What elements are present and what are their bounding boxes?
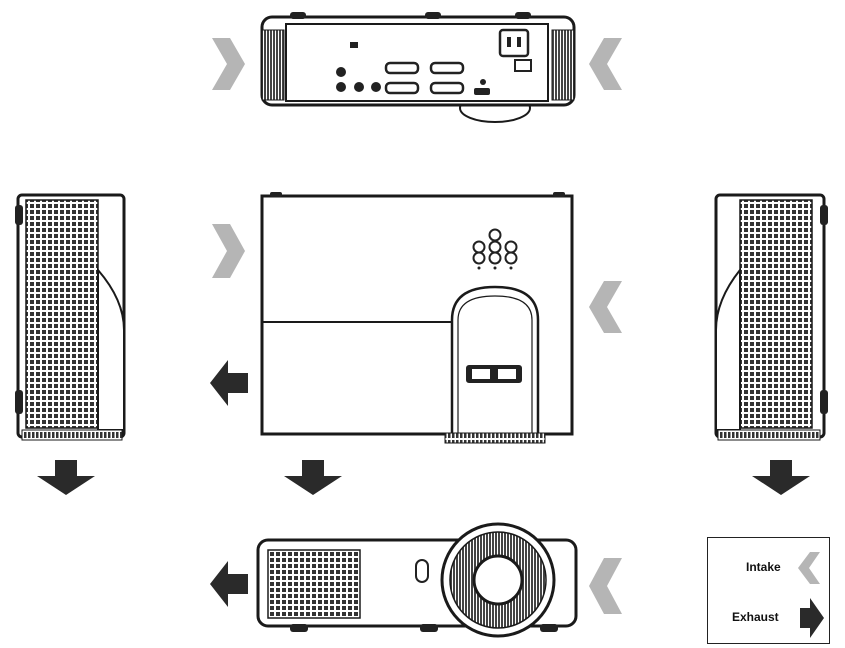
legend-exhaust-arrow-icon (800, 598, 824, 638)
left-side-view (15, 193, 126, 441)
legend-intake-label: Intake (746, 560, 781, 574)
front-view (260, 192, 574, 444)
lan-port-icon (514, 59, 532, 72)
intake-arrow-icon (212, 38, 245, 90)
vga-port-icon (384, 61, 420, 75)
legend-exhaust-label: Exhaust (732, 610, 779, 624)
intake-arrow-icon (589, 558, 622, 614)
exhaust-arrow-icon (210, 360, 248, 406)
port-icon (336, 82, 346, 92)
right-side-view (714, 193, 828, 441)
power-socket-icon (498, 28, 530, 58)
port-icon (336, 67, 346, 77)
exhaust-arrow-icon (37, 460, 95, 495)
vga-port-icon (384, 81, 420, 95)
top-view-rear-panel (260, 12, 576, 123)
exhaust-arrow-icon (752, 460, 810, 495)
intake-arrow-icon (212, 224, 245, 278)
intake-arrow-icon (589, 281, 622, 333)
port-icon (354, 82, 364, 92)
hdmi-port-icon (474, 88, 490, 95)
bottom-view-lens (256, 522, 578, 638)
exhaust-arrows (37, 360, 810, 607)
legend: Intake Exhaust (707, 537, 830, 644)
exhaust-arrow-icon (210, 561, 248, 607)
port-icon (371, 82, 381, 92)
control-panel-buttons (472, 228, 518, 270)
intake-arrow-icon (589, 38, 622, 90)
vga-port-icon (429, 81, 465, 95)
intake-arrows (212, 38, 622, 614)
exhaust-arrow-icon (284, 460, 342, 495)
kensington-lock-icon (350, 42, 358, 48)
legend-intake-arrow-icon (798, 552, 820, 584)
vga-port-icon (429, 61, 465, 75)
